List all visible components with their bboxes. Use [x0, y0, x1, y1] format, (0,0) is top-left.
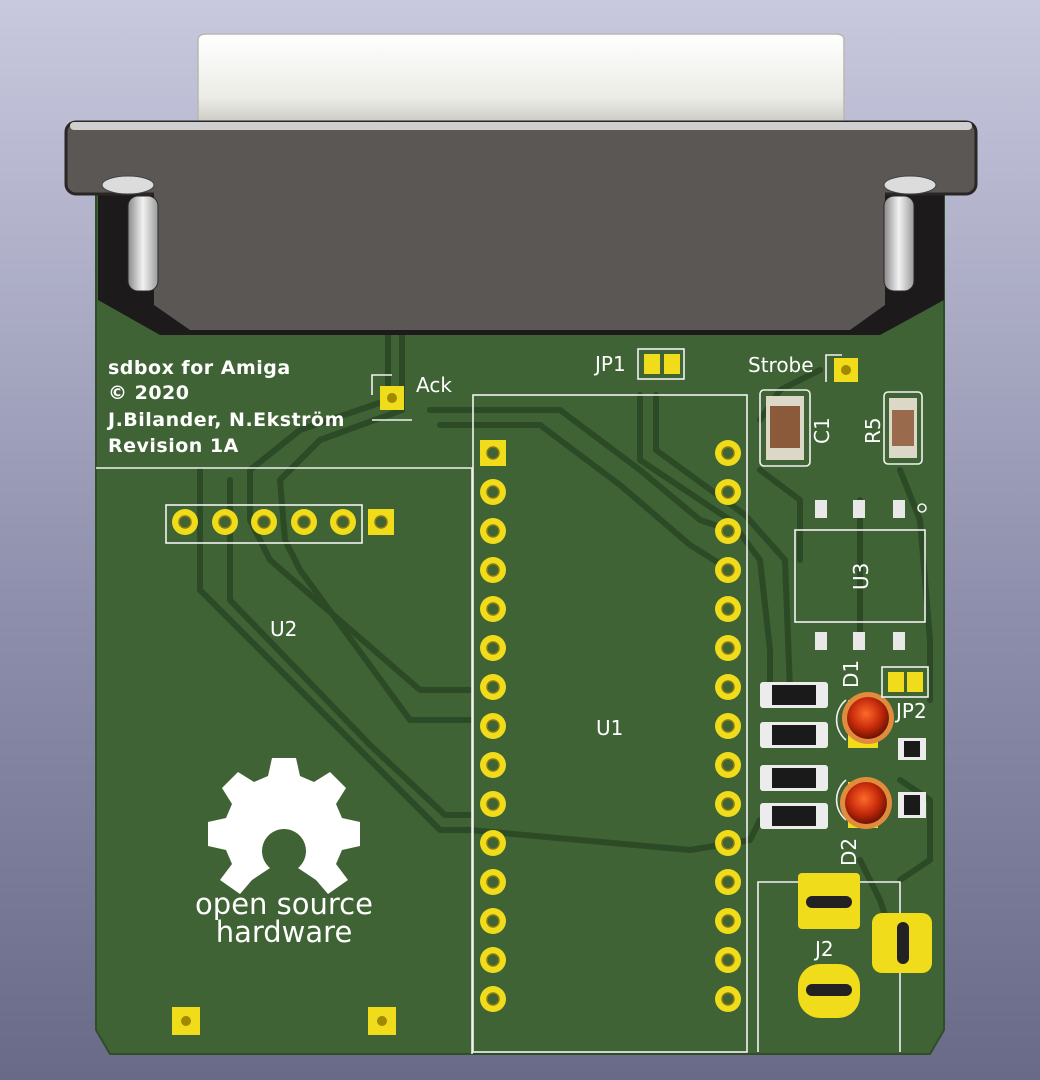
through-hole-pad [715, 986, 741, 1012]
through-hole-pad [480, 713, 506, 739]
through-hole-pad [480, 947, 506, 973]
through-hole-pad [715, 752, 741, 778]
u3-label: U3 [849, 563, 873, 590]
d2-label: D2 [837, 838, 861, 866]
c1-label: C1 [810, 417, 834, 444]
through-hole-pad [715, 479, 741, 505]
u1-left-pins [480, 440, 506, 1012]
u1-right-pins [715, 440, 741, 1012]
through-hole-pad [715, 557, 741, 583]
through-hole-pad [480, 830, 506, 856]
jp1-label: JP1 [593, 352, 626, 376]
u1-label: U1 [596, 716, 623, 740]
through-hole-pad [715, 518, 741, 544]
d1-label: D1 [839, 660, 863, 688]
r5-label: R5 [861, 417, 885, 444]
board-info-line-1: sdbox for Amiga [108, 357, 291, 379]
through-hole-pad [480, 635, 506, 661]
through-hole-pad [715, 947, 741, 973]
through-hole-pad [480, 557, 506, 583]
ack-testpoint: Ack [371, 373, 452, 421]
through-hole-pad [480, 674, 506, 700]
u2-label: U2 [270, 617, 297, 641]
through-hole-pad [715, 674, 741, 700]
through-hole-pad [330, 509, 356, 535]
through-hole-pad [715, 908, 741, 934]
through-hole-pad [251, 509, 277, 535]
through-hole-pad [480, 986, 506, 1012]
jp2-jumper: JP2 [881, 666, 929, 723]
through-hole-pad [291, 509, 317, 535]
c1-capacitor: C1 [759, 389, 834, 467]
through-hole-pad [480, 752, 506, 778]
oshw-line-1: open source [195, 887, 373, 921]
through-hole-pad [480, 479, 506, 505]
through-hole-pad [368, 509, 394, 535]
through-hole-pad [172, 509, 198, 535]
u1-module: U1 [472, 394, 748, 1053]
through-hole-pad [480, 440, 506, 466]
through-hole-pad [715, 635, 741, 661]
through-hole-pad [715, 440, 741, 466]
r5-resistor: R5 [861, 391, 923, 465]
u2-header-pins [172, 509, 394, 535]
strobe-testpoint: Strobe [748, 353, 858, 382]
jp1-jumper: JP1 [593, 348, 685, 380]
through-hole-pad [480, 596, 506, 622]
through-hole-pad [480, 791, 506, 817]
through-hole-pad [480, 518, 506, 544]
through-hole-pad [715, 830, 741, 856]
led-resistors [760, 682, 828, 829]
db25-connector [64, 33, 978, 335]
board-info-line-4: Revision 1A [108, 435, 239, 457]
gear-icon [208, 758, 360, 894]
through-hole-pad [715, 791, 741, 817]
ack-label: Ack [416, 373, 452, 397]
d1-led: D1 [835, 660, 926, 760]
board-info-line-2: © 2020 [108, 382, 190, 404]
through-hole-pad [715, 869, 741, 895]
through-hole-pad [480, 869, 506, 895]
board-info-line-3: J.Bilander, N.Ekström [106, 409, 345, 431]
j2-label: J2 [813, 937, 834, 961]
strobe-label: Strobe [748, 353, 814, 377]
through-hole-pad [480, 908, 506, 934]
through-hole-pad [715, 596, 741, 622]
oshw-logo: open source hardware [195, 758, 373, 949]
j2-jack: J2 [757, 873, 932, 1052]
d2-led: D2 [835, 777, 926, 866]
through-hole-pad [715, 713, 741, 739]
oshw-line-2: hardware [216, 915, 353, 949]
through-hole-pad [212, 509, 238, 535]
u2-module: U2 [96, 467, 473, 1054]
board-info: sdbox for Amiga © 2020 J.Bilander, N.Eks… [106, 357, 345, 457]
jp2-label: JP2 [894, 699, 927, 723]
u3-regulator: U3 [794, 500, 927, 650]
